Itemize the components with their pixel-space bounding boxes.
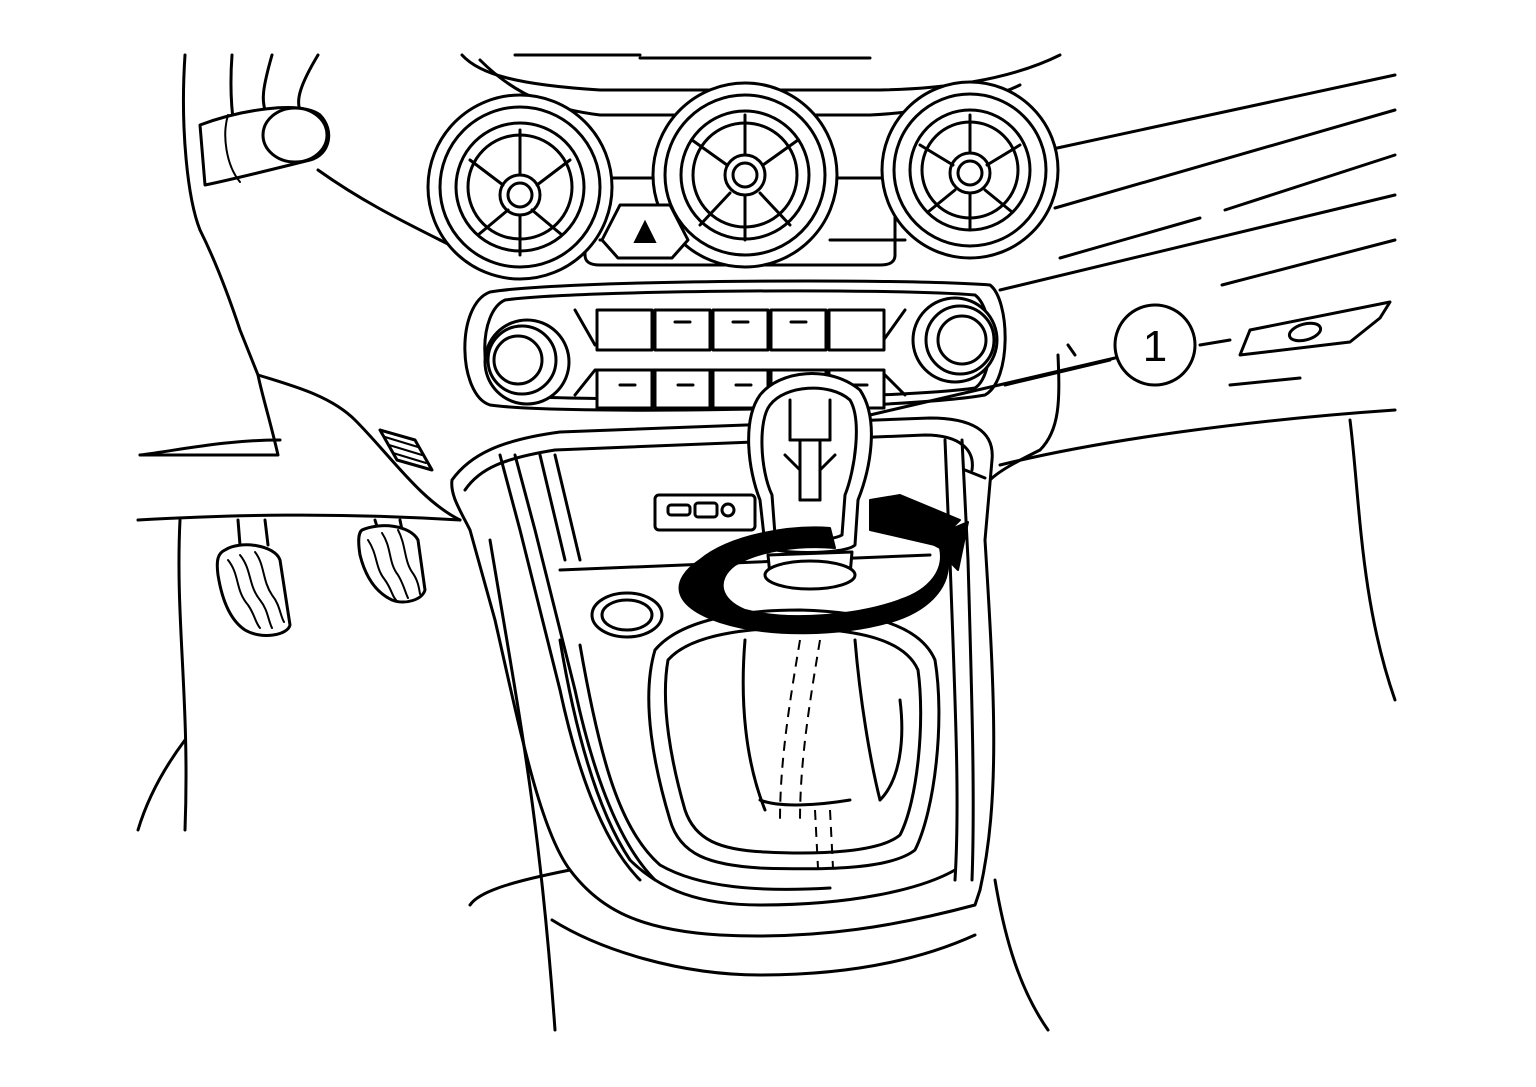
air-vents	[426, 80, 1060, 281]
side-grille	[378, 428, 434, 472]
knob-right[interactable]	[911, 296, 999, 384]
hazard-button[interactable]	[600, 203, 690, 260]
steering-stalk	[198, 106, 331, 187]
gear-gaiter	[647, 608, 941, 871]
callout-label: 1	[1143, 322, 1167, 371]
air-vent-right[interactable]	[880, 80, 1060, 260]
pedals	[215, 518, 427, 637]
clutch-pedal	[215, 543, 292, 637]
center-console	[450, 372, 1050, 1032]
knob-left[interactable]	[483, 318, 571, 406]
callout-1: 1	[868, 303, 1197, 417]
air-vent-left[interactable]	[426, 93, 614, 281]
gear-knob[interactable]	[747, 372, 873, 591]
brake-pedal	[357, 524, 427, 604]
console-socket	[590, 591, 664, 639]
rotation-arrow-icon	[678, 494, 969, 635]
usb-ports	[653, 493, 757, 532]
climate-control-panel	[463, 279, 1007, 412]
climate-buttons-upper	[595, 308, 886, 352]
dash-switch-right[interactable]	[1238, 300, 1392, 357]
air-vent-center[interactable]	[651, 81, 839, 269]
hazard-warning-triangle-icon	[633, 219, 657, 243]
